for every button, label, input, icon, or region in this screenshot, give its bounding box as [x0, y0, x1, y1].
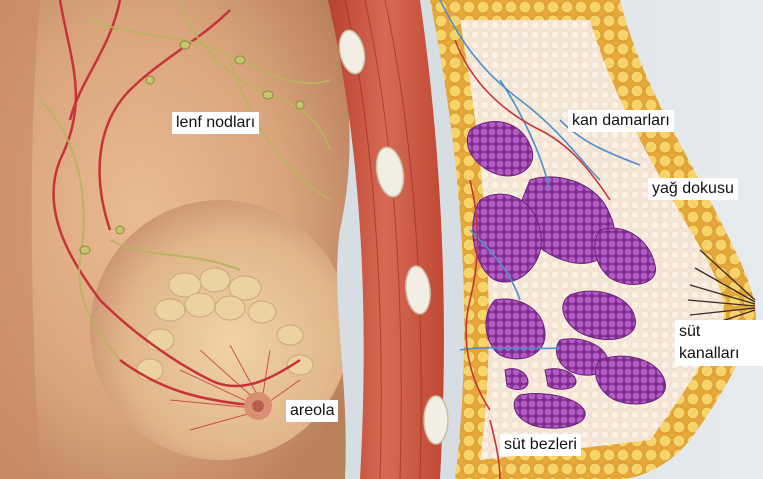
- label-fat-tissue: yağ dokusu: [648, 178, 738, 200]
- label-areola: areola: [286, 400, 338, 422]
- label-lymph-nodes: lenf nodları: [172, 112, 259, 134]
- label-blood-vessels: kan damarları: [568, 110, 674, 132]
- label-milk-glands: süt bezleri: [500, 434, 581, 456]
- label-milk-ducts: süt kanalları: [675, 320, 763, 366]
